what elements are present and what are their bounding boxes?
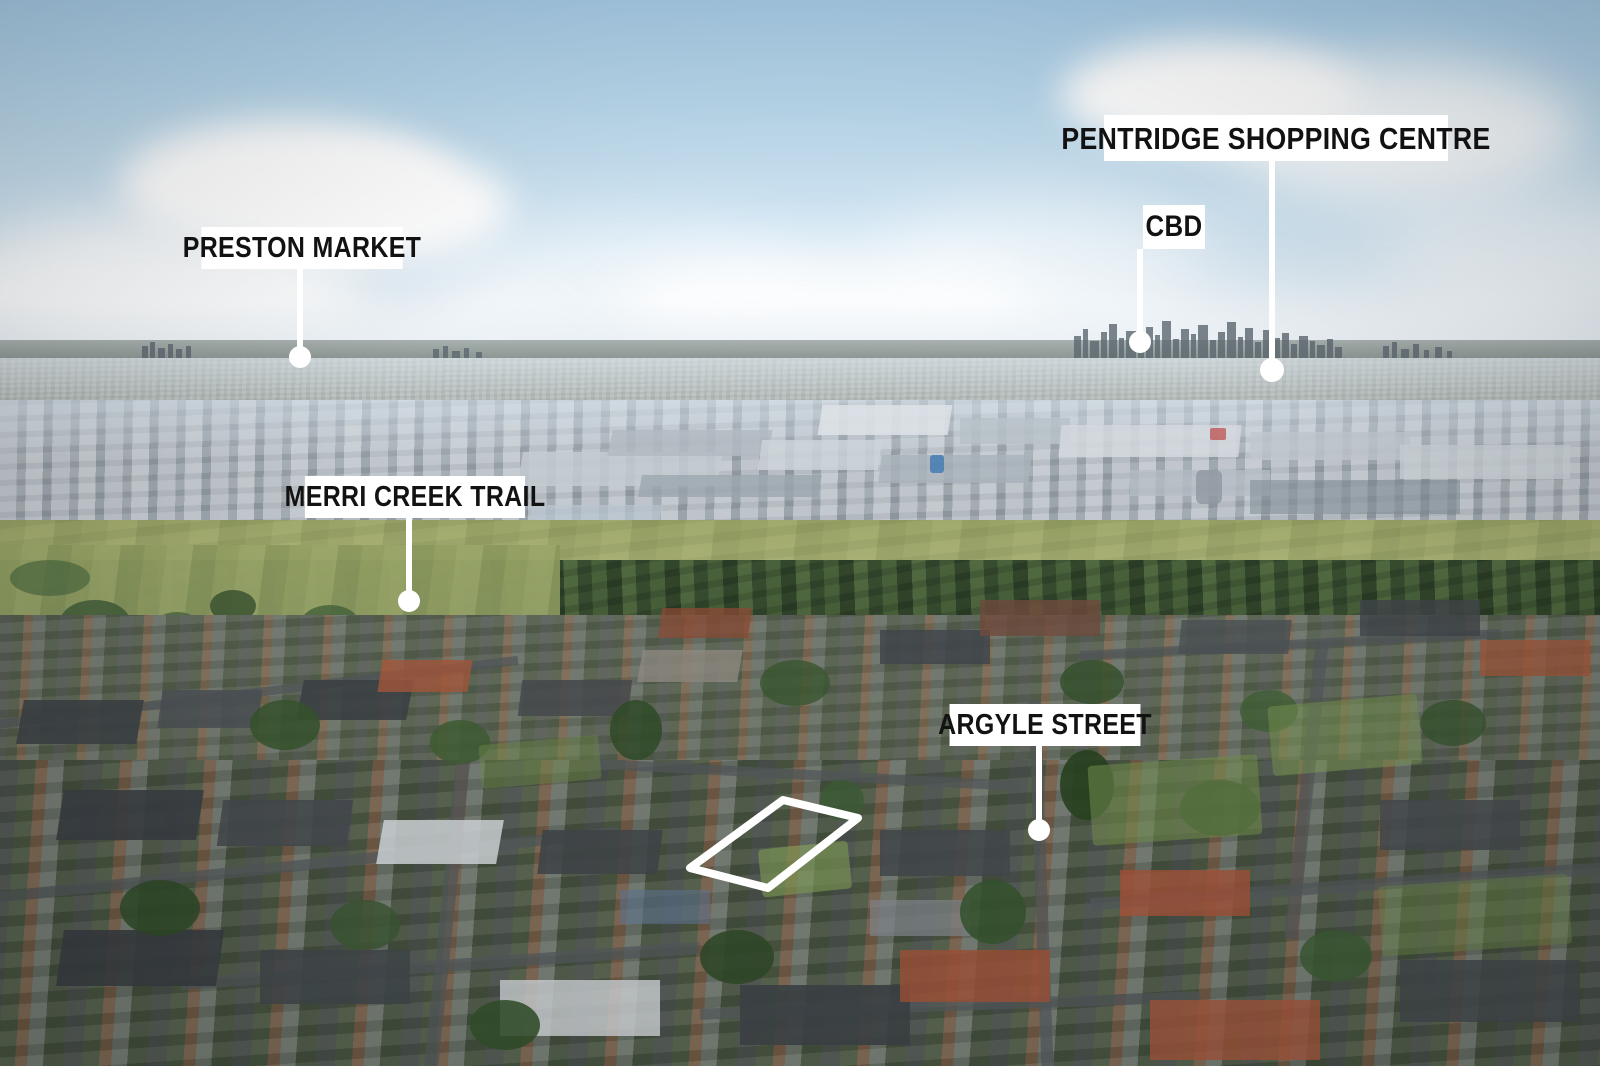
callout-label-text-preston-market: PRESTON MARKET — [182, 231, 422, 264]
callout-label-box-cbd[interactable]: CBD — [1143, 205, 1205, 249]
marker-dot-preston-market[interactable] — [289, 346, 311, 368]
callout-label-box-argyle-street[interactable]: ARGYLE STREET — [938, 704, 1152, 746]
marker-dot-merri-creek-trail[interactable] — [398, 590, 420, 612]
leader-line-preston-market — [297, 269, 303, 349]
marker-dot-argyle-street[interactable] — [1028, 819, 1050, 841]
marker-dot-pentridge-shopping-centre[interactable] — [1260, 358, 1284, 382]
leader-line-argyle-street — [1036, 746, 1042, 822]
callout-label-text-merri-creek-trail: MERRI CREEK TRAIL — [284, 480, 546, 513]
leader-line-pentridge-shopping-centre — [1269, 161, 1275, 361]
callout-label-box-merri-creek-trail[interactable]: MERRI CREEK TRAIL — [285, 476, 545, 518]
callout-label-text-argyle-street: ARGYLE STREET — [938, 708, 1152, 741]
callout-label-text-pentridge-shopping-centre: PENTRIDGE SHOPPING CENTRE — [1061, 120, 1491, 156]
callout-label-text-cbd: CBD — [1145, 210, 1203, 243]
leader-line-cbd — [1137, 249, 1143, 334]
property-boundary-polygon — [686, 796, 862, 892]
marker-dot-cbd[interactable] — [1129, 331, 1151, 353]
melbourne-cbd-skyline — [1070, 318, 1350, 362]
northern-skyline-cluster — [430, 344, 520, 360]
callout-label-box-preston-market[interactable]: PRESTON MARKET — [183, 227, 421, 269]
leader-line-merri-creek-trail — [406, 518, 412, 593]
eastern-skyline-cluster — [1380, 340, 1500, 360]
western-skyline-cluster — [140, 340, 210, 358]
callout-label-box-pentridge-shopping-centre[interactable]: PENTRIDGE SHOPPING CENTRE — [1061, 115, 1490, 161]
